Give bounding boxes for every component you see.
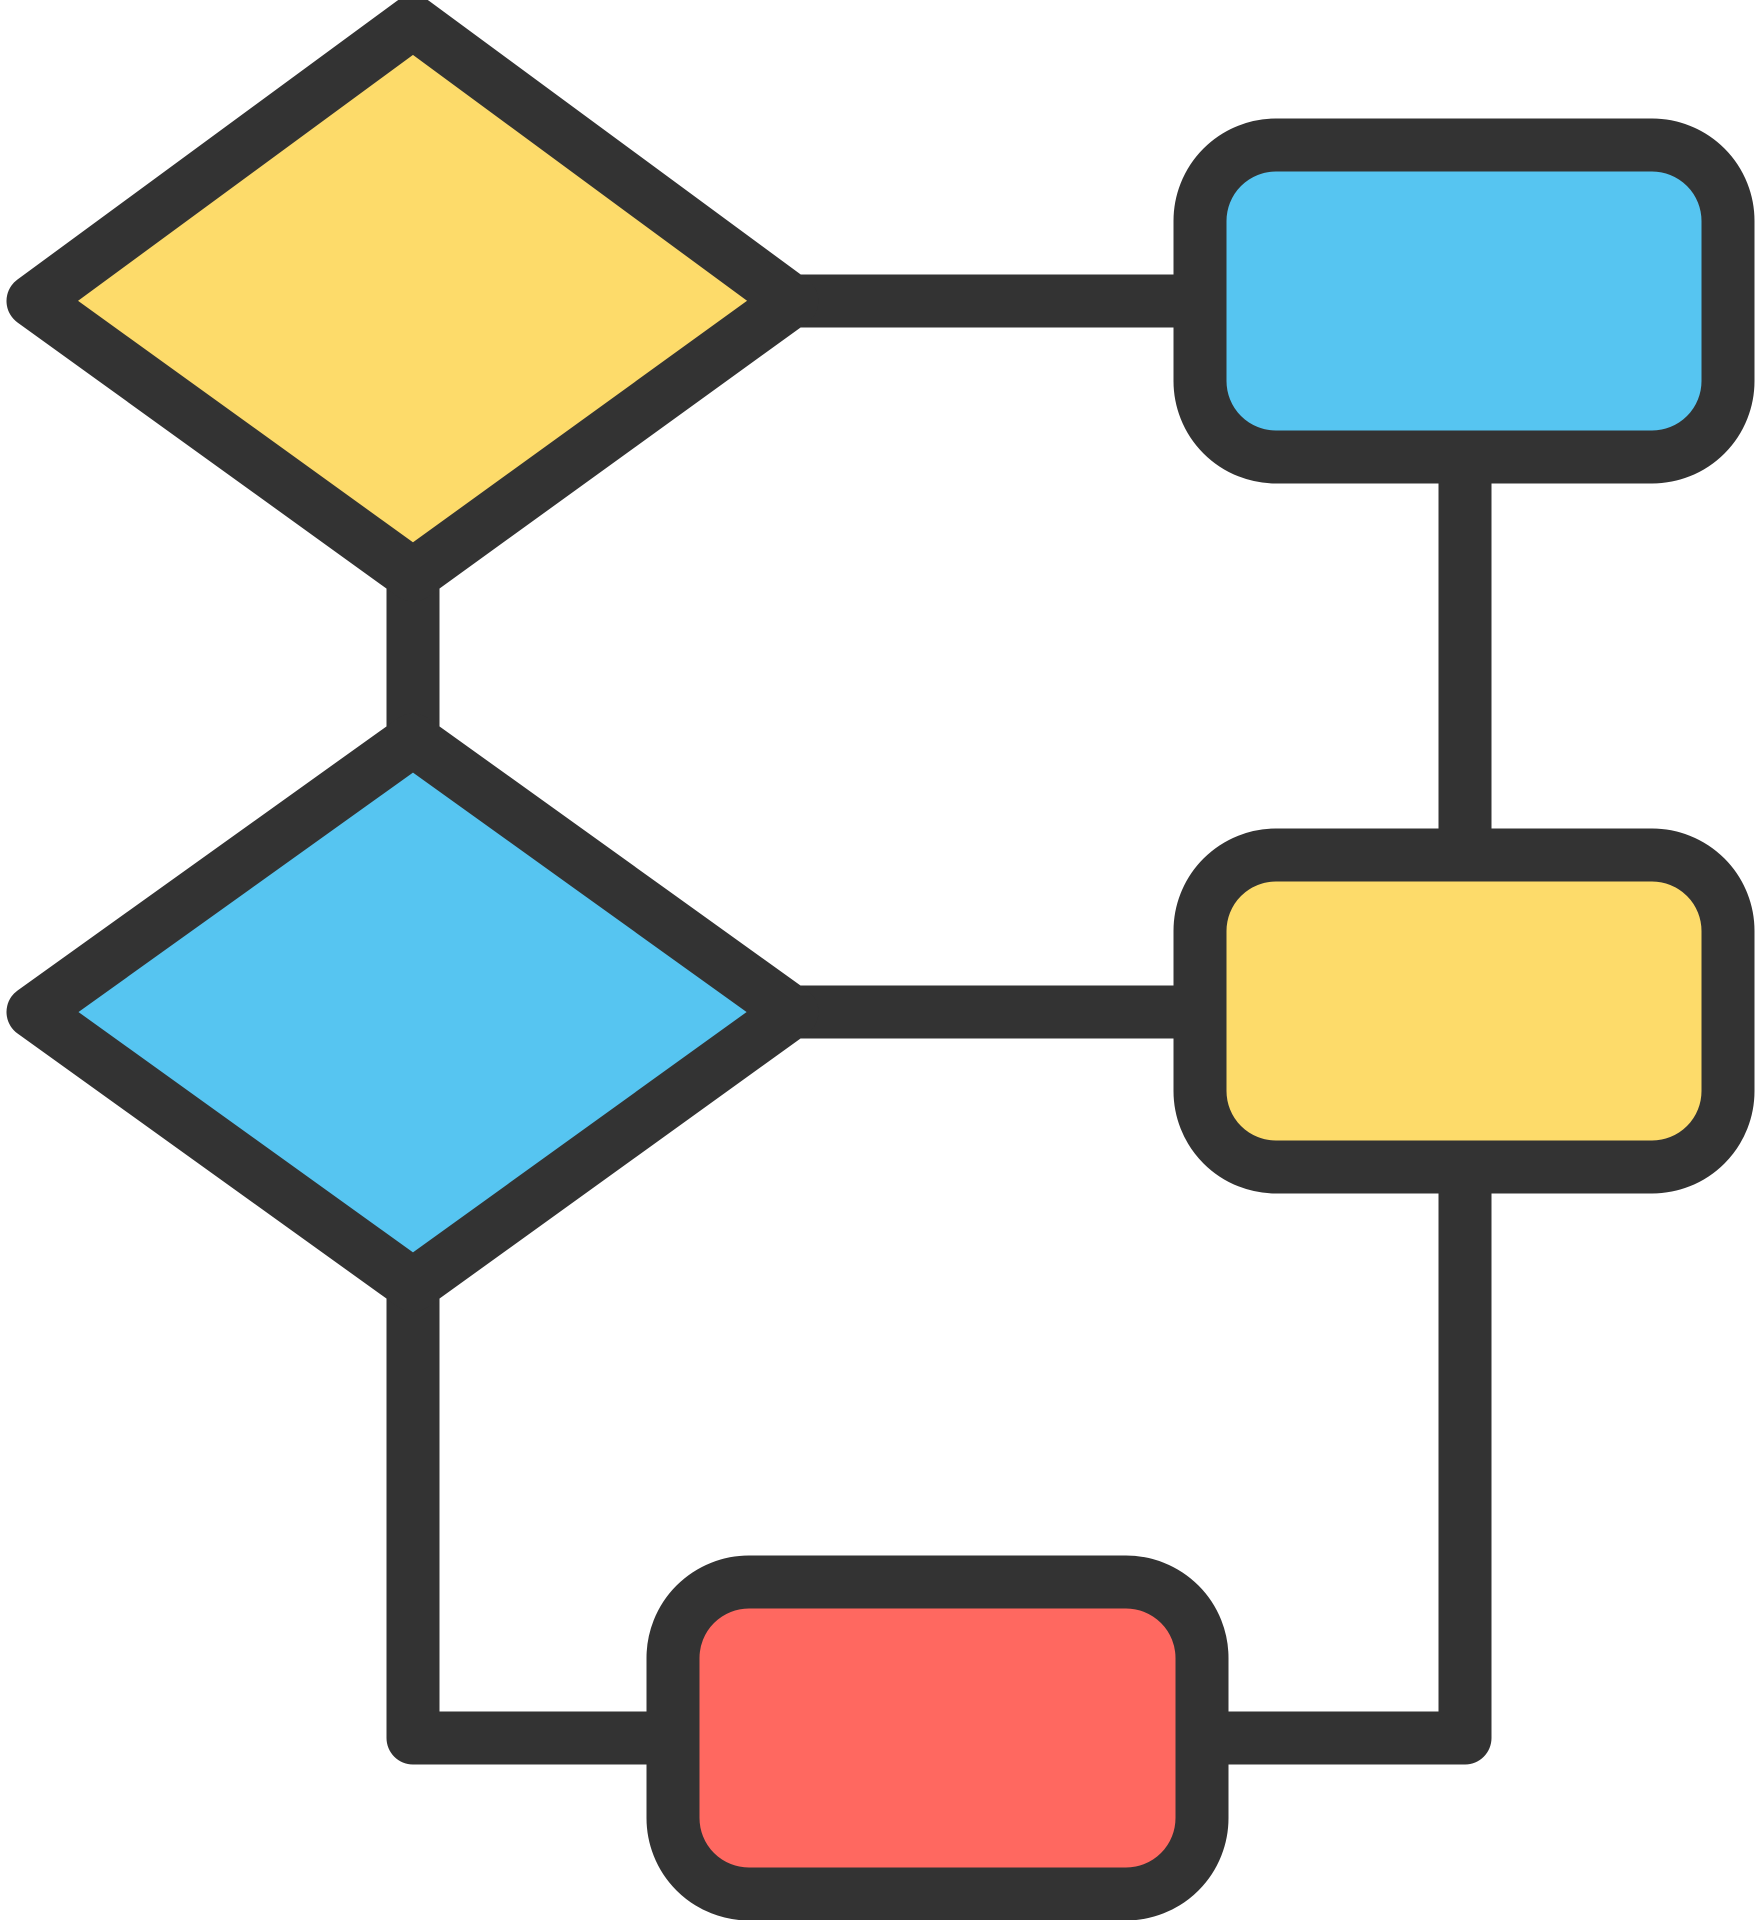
decision-diamond-top — [6, 0, 819, 602]
edge-middle-right-box-to-bottom-box — [1173, 1133, 1492, 1765]
decision-diamond-middle — [6, 713, 819, 1312]
edge-middle-diamond-to-bottom-box — [386, 1258, 702, 1765]
process-box-bottom — [646, 1555, 1229, 1920]
process-box-middle-right — [1173, 828, 1755, 1194]
process-box-top-right — [1173, 118, 1755, 484]
